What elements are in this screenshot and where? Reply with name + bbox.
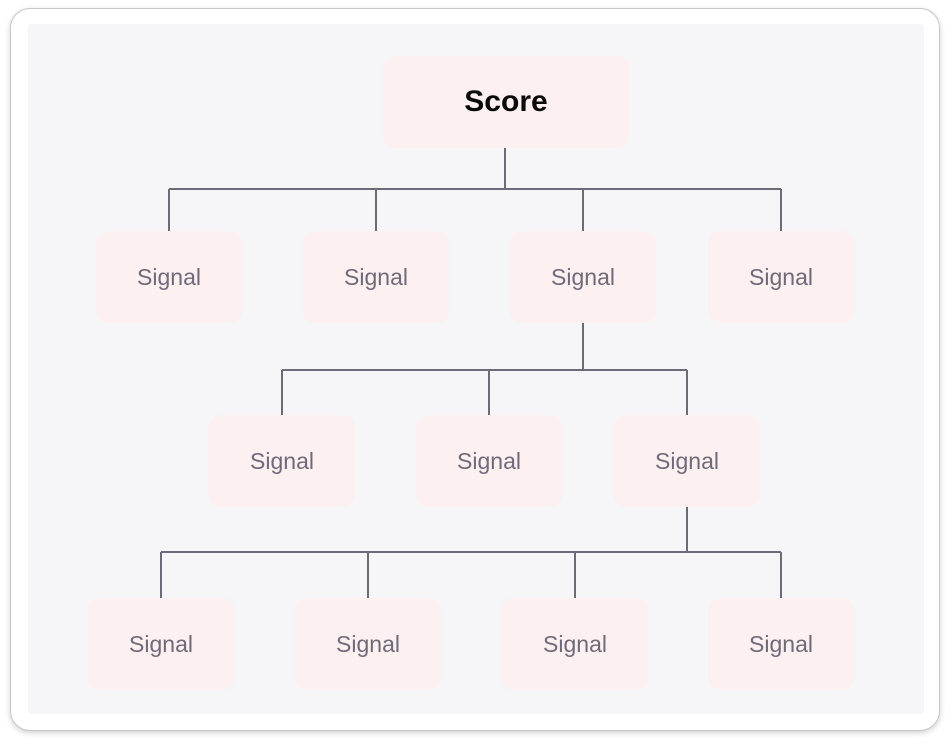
signal-node-l1-2: Signal (303, 231, 449, 323)
signal-node-l3-2: Signal (295, 598, 441, 690)
signal-node-l1-4: Signal (708, 231, 854, 323)
signal-node-l1-3: Signal (510, 231, 656, 323)
signal-node-l3-1: Signal (88, 598, 234, 690)
signal-node-l1-1: Signal (96, 231, 242, 323)
signal-node-l3-4: Signal (708, 598, 854, 690)
score-node: Score (383, 56, 629, 148)
signal-node-l2-3: Signal (614, 415, 760, 507)
signal-node-l2-1: Signal (209, 415, 355, 507)
signal-node-l3-3: Signal (502, 598, 648, 690)
signal-node-l2-2: Signal (416, 415, 562, 507)
